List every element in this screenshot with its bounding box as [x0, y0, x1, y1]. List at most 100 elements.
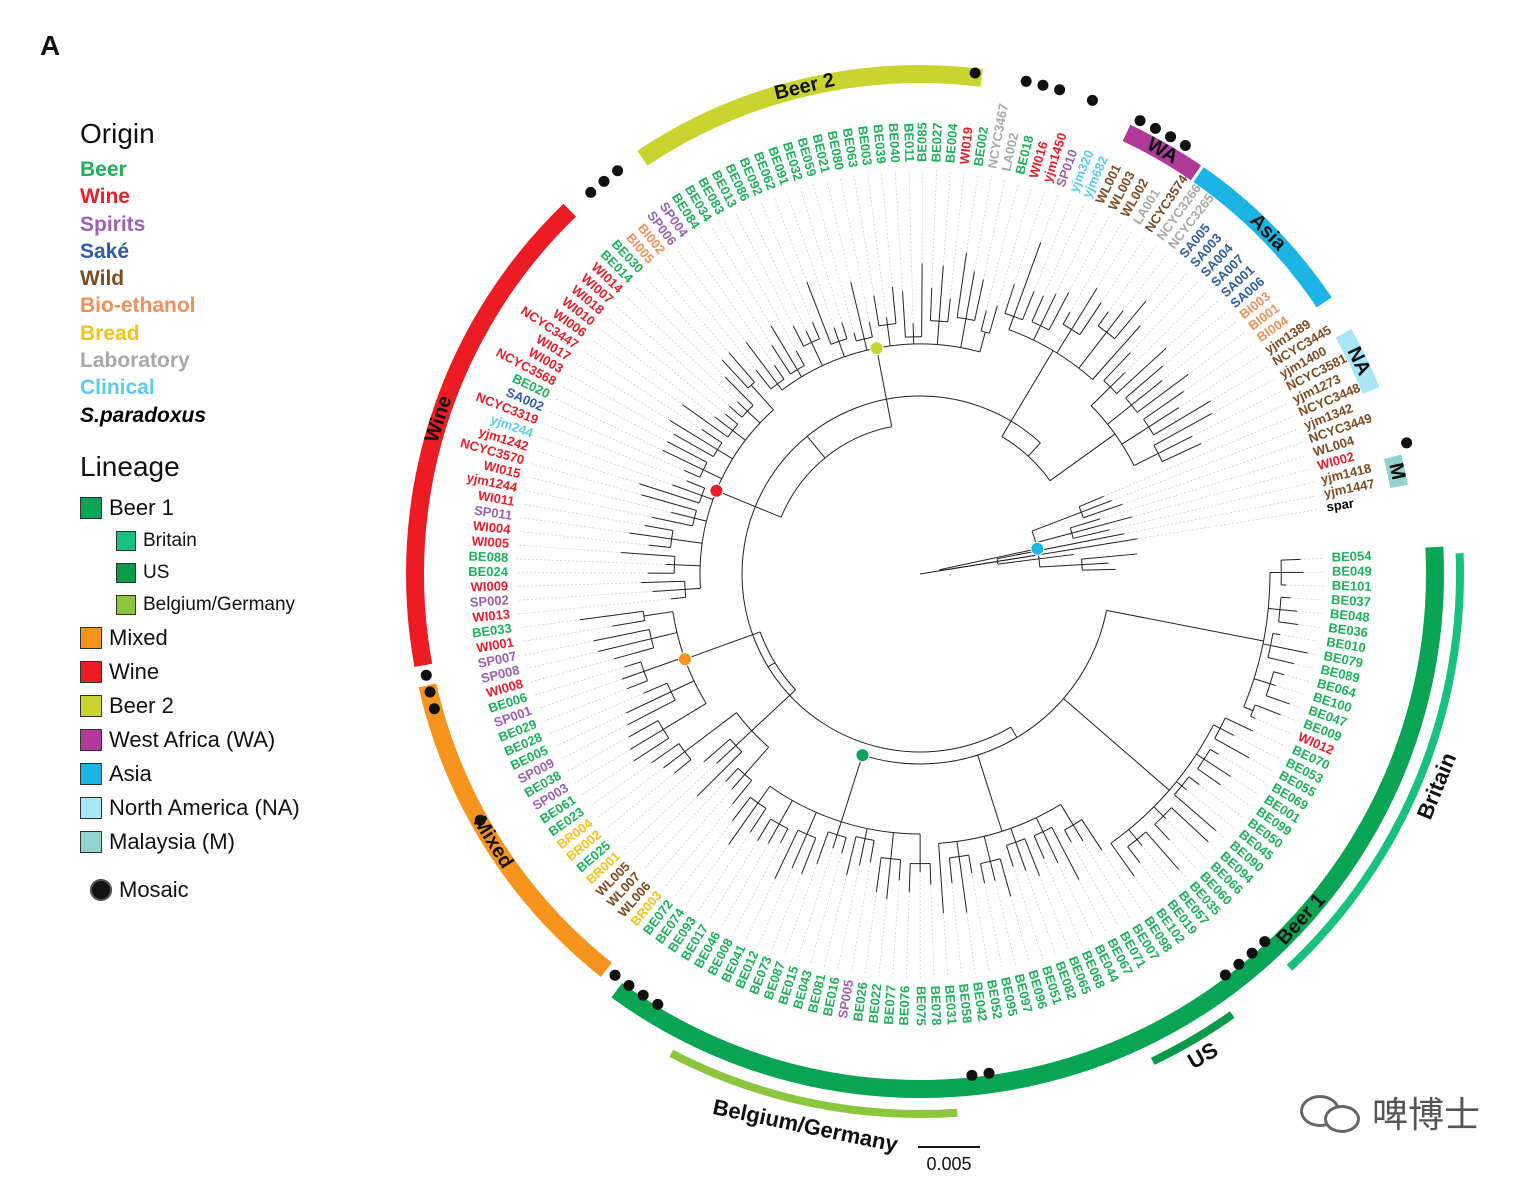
- tree-branch: [1042, 831, 1059, 864]
- tree-branch: [612, 620, 645, 627]
- leaf-label: BE075: [914, 986, 929, 1026]
- leaf-leader-line: [951, 883, 963, 976]
- leaf-leader-line: [589, 762, 652, 807]
- tree-branch: [956, 841, 960, 857]
- tree-branch: [1250, 715, 1256, 719]
- mosaic-dot: [598, 175, 610, 187]
- tree-branch: [1024, 838, 1040, 877]
- tree-branch: [648, 629, 655, 649]
- tree-branch: [1106, 609, 1264, 642]
- lineage-legend-label: Malaysia (M): [109, 828, 235, 854]
- tree-branch: [1001, 436, 1051, 481]
- tree-branch: [1255, 704, 1281, 716]
- tree-branch: [947, 298, 951, 322]
- leaf-leader-line: [518, 530, 649, 546]
- tree-branch: [979, 332, 986, 353]
- leaf-leader-line: [1162, 310, 1228, 367]
- leaf-leader-line: [721, 843, 769, 927]
- leaf-leader-line: [655, 267, 730, 354]
- tree-branch: [983, 836, 991, 862]
- tree-branch: [1267, 656, 1294, 665]
- tree-branch: [684, 631, 761, 660]
- tree-branch: [1090, 386, 1111, 407]
- tree-branch: [1265, 695, 1290, 705]
- tree-branch: [651, 632, 678, 640]
- leaf-label: BE036: [1328, 620, 1369, 640]
- leaf-leader-line: [527, 651, 599, 670]
- tree-branch: [642, 611, 646, 621]
- leaf-leader-line: [575, 362, 671, 421]
- leaf-leader-line: [568, 374, 675, 435]
- tree-branch: [683, 469, 701, 478]
- tree-branch: [732, 430, 746, 441]
- tree-branch: [640, 580, 685, 584]
- leaf-leader-line: [524, 489, 653, 518]
- lineage-legend-label: Beer 2: [109, 692, 174, 718]
- lineage-legend-title: Lineage: [80, 450, 180, 482]
- leaf-leader-line: [1055, 210, 1097, 295]
- tree-branch: [1153, 400, 1211, 436]
- lineage-legend-label: US: [143, 561, 170, 583]
- leaf-label: BE077: [881, 984, 899, 1025]
- tree-branch: [1071, 516, 1132, 534]
- tree-branch: [1022, 290, 1035, 320]
- mosaic-dot: [1054, 84, 1066, 96]
- leaf-leader-line: [517, 544, 622, 553]
- tree-branch: [662, 703, 707, 730]
- tree-branch: [1116, 347, 1167, 394]
- leaf-leader-line: [1279, 634, 1319, 642]
- tree-branch: [716, 490, 782, 518]
- tree-branch: [1279, 609, 1298, 612]
- tree-branch: [598, 638, 652, 652]
- leaf-leader-line: [560, 724, 628, 760]
- tree-branch: [997, 553, 1075, 565]
- tree-branch: [938, 265, 944, 322]
- tree-branch: [989, 861, 996, 881]
- tree-branch: [703, 469, 722, 480]
- tree-branch: [701, 429, 723, 444]
- tree-branch: [1280, 596, 1291, 599]
- tree-branch: [1109, 372, 1126, 388]
- tree-branch: [1253, 678, 1271, 685]
- clade-node-marker: [709, 483, 724, 498]
- sub-lineage-arc: [669, 1049, 958, 1119]
- leaf-leader-line: [1200, 403, 1287, 444]
- mosaic-dot: [983, 1067, 995, 1079]
- lineage-swatch: [80, 694, 102, 717]
- mosaic-legend-row: Mosaic: [80, 877, 380, 903]
- tree-branch: [1196, 753, 1205, 760]
- clade-node-marker: [677, 652, 692, 667]
- leaf-label: BE026: [850, 981, 870, 1022]
- tree-branch: [938, 843, 941, 866]
- tree-branch: [696, 751, 743, 797]
- leaf-leader-line: [1145, 262, 1178, 302]
- tree-branch: [1013, 242, 1042, 317]
- tree-branch: [640, 661, 648, 681]
- tree-branch: [797, 829, 816, 839]
- tree-branch: [652, 588, 686, 592]
- lineage-legend-label: Mixed: [109, 624, 168, 650]
- tree-branch: [737, 401, 748, 412]
- tree-branch: [1010, 726, 1018, 738]
- leaf-label: BE048: [1329, 606, 1370, 625]
- mosaic-dot: [1401, 437, 1413, 449]
- clade-arc: [1383, 454, 1408, 489]
- tree-branch: [732, 796, 751, 821]
- tree-branch: [1078, 495, 1104, 508]
- tree-branch: [1250, 704, 1256, 717]
- leaf-leader-line: [664, 803, 734, 888]
- tree-branch: [1273, 671, 1285, 676]
- leaf-leader-line: [544, 423, 687, 482]
- leaf-leader-line: [1211, 378, 1275, 414]
- leaf-leader-line: [522, 503, 645, 526]
- mosaic-dot: [966, 1069, 978, 1081]
- tree-branch: [1176, 781, 1183, 787]
- tree-branch: [613, 647, 654, 660]
- lineage-swatch: [80, 830, 102, 853]
- leaf-label: WI011: [477, 488, 516, 509]
- tree-branch: [886, 858, 892, 900]
- leaf-leader-line: [1043, 858, 1082, 945]
- tree-branch: [780, 828, 789, 844]
- leaf-leader-line: [688, 242, 775, 366]
- leaf-leader-line: [983, 178, 1006, 280]
